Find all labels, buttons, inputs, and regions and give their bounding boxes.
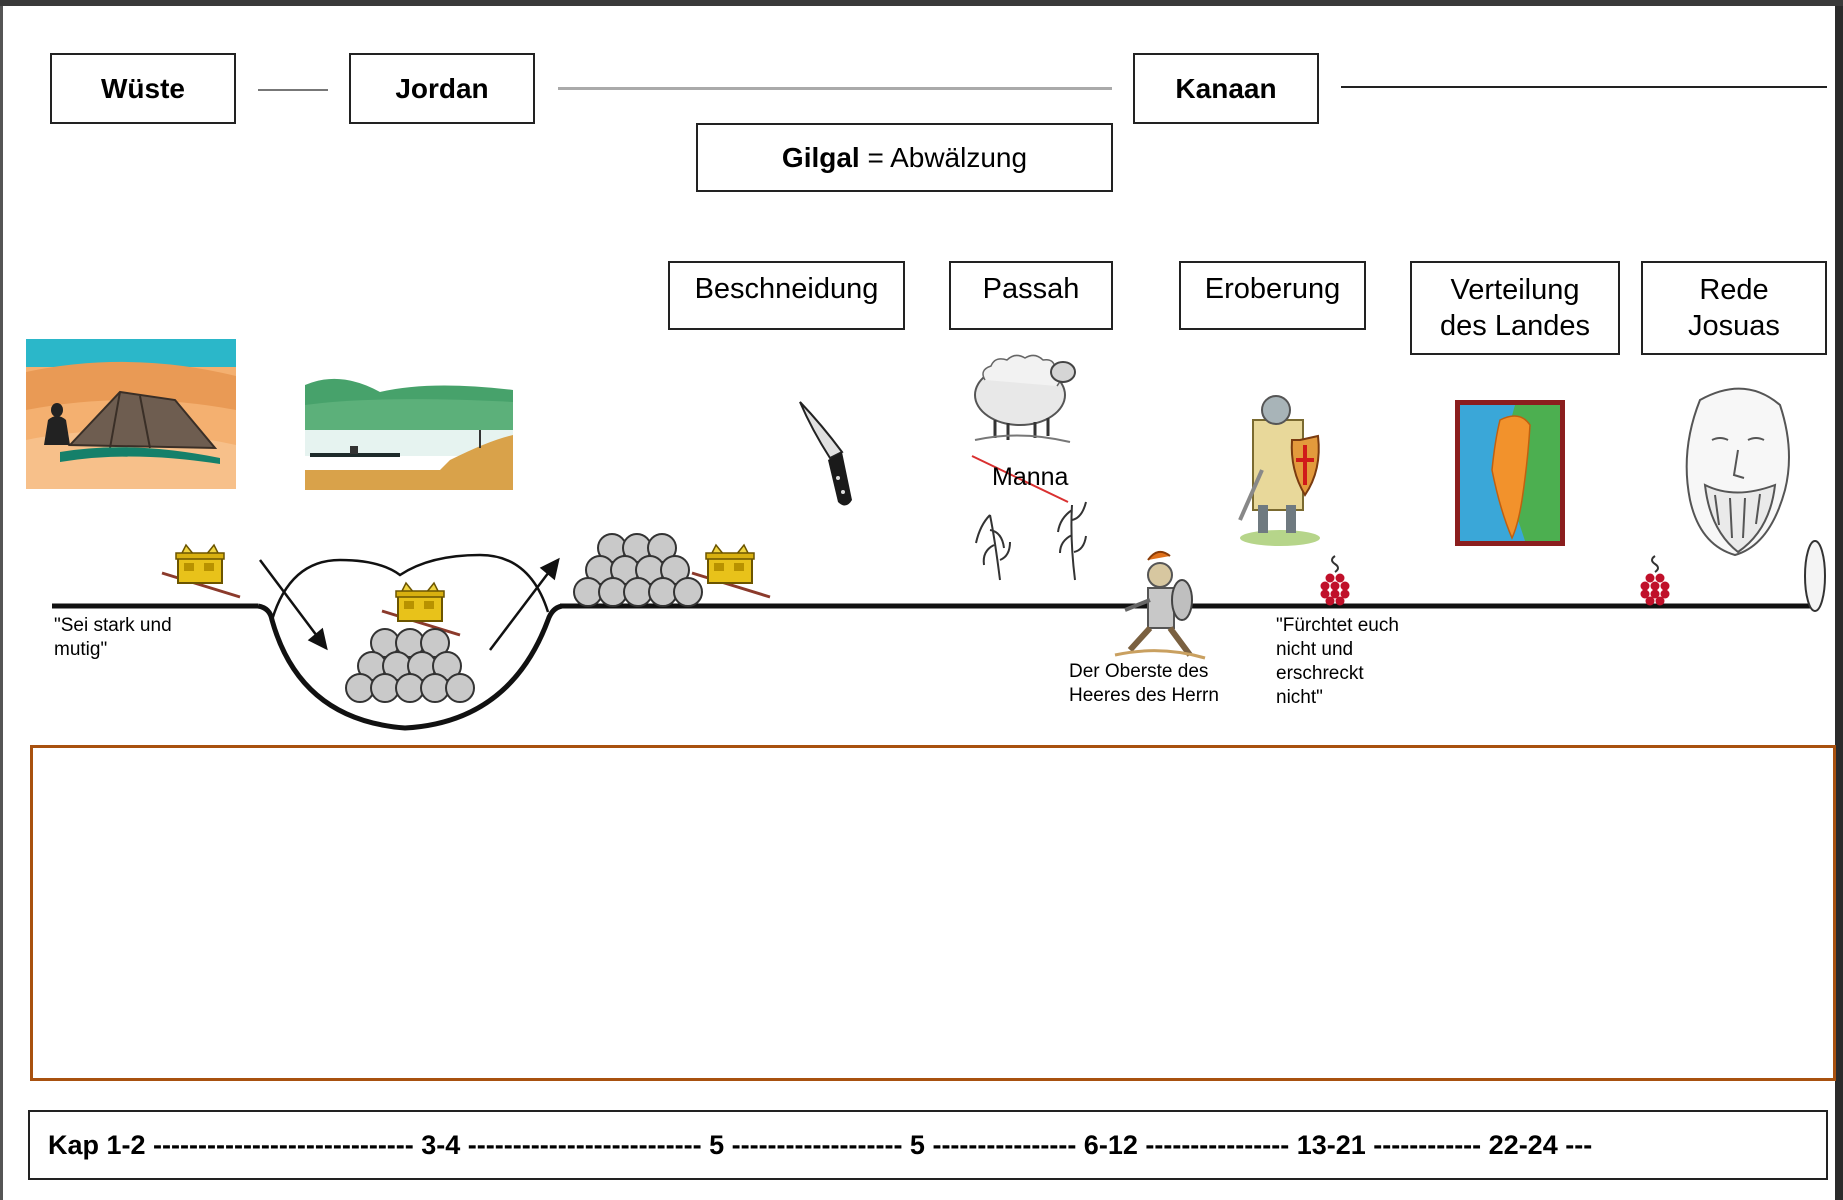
topic-label-verteilung-line1: Verteilung (1450, 274, 1580, 306)
window-frame-top (0, 0, 1843, 6)
ark-of-covenant-desert (160, 543, 242, 599)
quote-sei-stark-line1: "Sei stark und (54, 615, 172, 636)
grapes-icon-rede (1639, 555, 1671, 607)
ark-of-covenant-jordan (380, 581, 462, 637)
region-box-kanaan: Kanaan (1133, 53, 1319, 124)
timeline-end-scroll (1804, 540, 1826, 612)
caption-oberste-line1: Der Oberste des (1069, 661, 1209, 682)
topic-box-passah: Passah (949, 261, 1113, 330)
grapes-icon-eroberung (1319, 555, 1351, 607)
connector-jordan-kanaan (558, 87, 1112, 90)
stone-pile-gilgal (573, 533, 703, 607)
region-box-jordan: Jordan (349, 53, 535, 124)
topic-box-verteilung: Verteilung des Landes (1410, 261, 1620, 355)
region-label-jordan: Jordan (395, 72, 489, 104)
knife-picture (799, 401, 852, 506)
jordan-landscape-picture (305, 378, 513, 490)
caption-oberste-des-heeres: Der Oberste des Heeres des Herrn (1069, 660, 1219, 708)
knight-picture (1238, 395, 1320, 546)
joshua-portrait (1685, 387, 1790, 557)
topic-label-rede-line1: Rede (1699, 274, 1769, 306)
window-frame-right (1835, 6, 1843, 1200)
connector-kanaan-end (1341, 86, 1827, 88)
region-label-wueste: Wüste (101, 72, 185, 104)
caption-oberste-line2: Heeres des Herrn (1069, 685, 1219, 706)
connector-wueste-jordan (258, 89, 328, 91)
arrow-out-of-jordan (489, 557, 560, 651)
stone-pile-jordan (345, 628, 475, 703)
chapter-ranges: Kap 1-2 ----------------------------- 3-… (48, 1129, 1593, 1160)
topic-box-rede: Rede Josuas (1641, 261, 1827, 355)
manna-label: Manna (992, 463, 1069, 491)
region-box-wueste: Wüste (50, 53, 236, 124)
quote-sei-stark-line2: mutig" (54, 639, 108, 660)
topic-label-beschneidung: Beschneidung (694, 273, 879, 305)
desert-tent-picture (26, 339, 236, 489)
israel-map-picture (1455, 400, 1565, 546)
quote-fuerchtet-line4: nicht" (1276, 687, 1323, 708)
region-label-kanaan: Kanaan (1175, 72, 1277, 104)
arrow-into-jordan (259, 559, 328, 651)
manna-strike (971, 455, 1069, 503)
topic-box-eroberung: Eroberung (1179, 261, 1366, 330)
topic-label-eroberung: Eroberung (1204, 273, 1341, 305)
topic-box-beschneidung: Beschneidung (668, 261, 905, 330)
answer-box (30, 745, 1836, 1081)
gilgal-meaning: = Abwälzung (867, 141, 1028, 173)
sheep-picture (974, 354, 1076, 443)
gilgal-box: Gilgal = Abwälzung (696, 123, 1113, 192)
grain-picture (975, 501, 1087, 581)
quote-fuerchtet-euch-nicht: "Fürchtet euch nicht und erschreckt nich… (1276, 614, 1399, 710)
topic-label-verteilung-line2: des Landes (1440, 310, 1590, 342)
topic-label-rede-line2: Josuas (1688, 310, 1780, 342)
gilgal-name: Gilgal (781, 141, 860, 173)
ark-of-covenant-gilgal (690, 543, 772, 599)
chapter-bar: Kap 1-2 ----------------------------- 3-… (28, 1110, 1828, 1180)
commander-of-army-picture (1114, 550, 1206, 660)
quote-sei-stark: "Sei stark und mutig" (54, 614, 172, 662)
window-frame-left (0, 6, 3, 1200)
topic-label-passah: Passah (982, 273, 1080, 305)
quote-fuerchtet-line1: "Fürchtet euch (1276, 615, 1399, 636)
quote-fuerchtet-line2: nicht und (1276, 639, 1354, 660)
quote-fuerchtet-line3: erschreckt (1276, 663, 1364, 684)
